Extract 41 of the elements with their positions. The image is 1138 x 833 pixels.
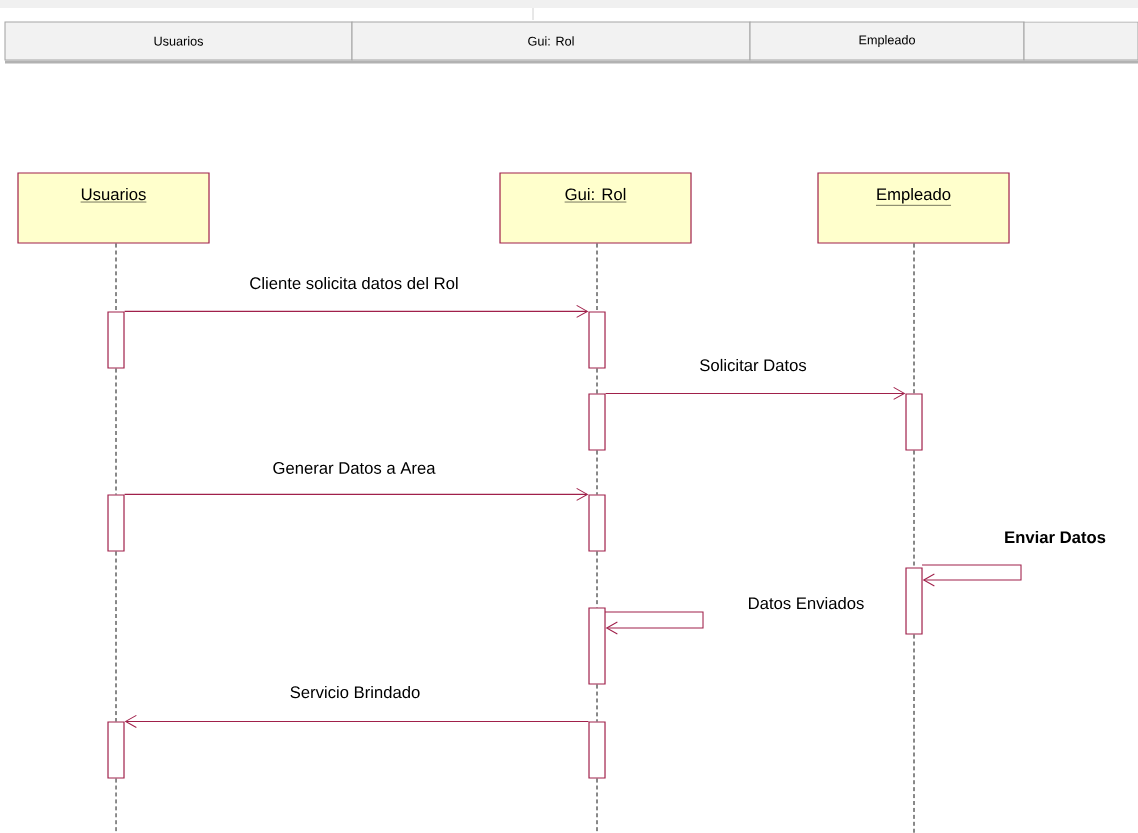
lifeline-head: Empleado	[817, 172, 1010, 244]
activation-bar	[588, 393, 606, 451]
activation-bar	[588, 607, 606, 685]
lifeline	[596, 551, 598, 608]
lifeline	[596, 243, 598, 312]
lifeline	[596, 450, 598, 495]
message-label: Solicitar Datos	[697, 357, 809, 373]
message-arrow	[605, 386, 906, 400]
activation-bar	[588, 311, 606, 369]
message-label: Datos Enviados	[746, 595, 866, 611]
self-message-arrow	[604, 611, 704, 635]
lifeline	[913, 450, 915, 568]
header-cell: Gui: Rol	[351, 21, 751, 61]
lifeline	[115, 551, 117, 722]
lifeline	[115, 243, 117, 312]
lifeline	[913, 243, 915, 394]
message-label: Enviar Datos	[1002, 529, 1108, 545]
activation-bar	[905, 393, 923, 451]
activation-bar	[107, 494, 125, 552]
message-arrow	[124, 304, 589, 318]
header-cell: Usuarios	[4, 21, 353, 61]
lifeline	[913, 634, 915, 833]
activation-bar	[588, 721, 606, 779]
activation-bar	[107, 721, 125, 779]
message-label: Cliente solicita datos del Rol	[248, 275, 460, 291]
lifeline	[115, 368, 117, 495]
self-message-arrow	[921, 564, 1022, 587]
activation-bar	[905, 567, 923, 635]
lifeline-head: Usuarios	[17, 172, 210, 244]
lifeline	[596, 368, 598, 394]
header-cell	[1023, 21, 1138, 61]
lifeline	[115, 778, 117, 833]
message-arrow	[124, 487, 589, 501]
message-label: Servicio Brindado	[288, 684, 422, 700]
activation-bar	[107, 311, 125, 369]
message-label: Generar Datos a Area	[271, 460, 437, 476]
lifeline	[596, 778, 598, 833]
activation-bar	[588, 494, 606, 552]
lifeline	[596, 684, 598, 722]
message-arrow	[124, 714, 589, 728]
lifeline-head: Gui: Rol	[499, 172, 692, 244]
